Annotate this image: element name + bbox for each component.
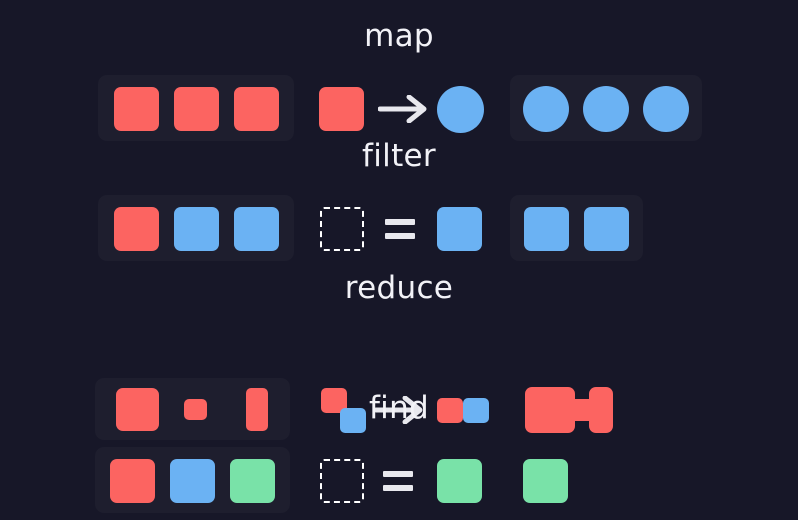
map-input-item-1	[114, 87, 159, 131]
row-title-filter: filter	[362, 138, 436, 174]
reduce-output-block-connector	[570, 399, 594, 421]
map-input-item-3	[234, 87, 279, 131]
row-body-find	[0, 426, 798, 513]
row-body-reduce	[0, 306, 798, 440]
map-arrow-icon	[378, 95, 430, 123]
find-predicate-match	[437, 459, 482, 503]
find-input-item-1	[110, 459, 155, 503]
reduce-result-right	[463, 398, 489, 423]
map-output-item-1	[523, 86, 569, 132]
filter-output-item-1	[524, 207, 569, 251]
reduce-input-item-3	[246, 388, 268, 431]
reduce-current-shape	[340, 408, 366, 433]
row-body-map	[0, 54, 798, 141]
filter-input-item-2	[174, 207, 219, 251]
find-predicate-placeholder	[320, 459, 364, 503]
reduce-result-left	[437, 398, 463, 423]
row-body-filter	[0, 174, 798, 261]
map-operation-source	[319, 87, 364, 131]
find-output-item-1	[523, 459, 568, 503]
reduce-output-block-large	[525, 387, 575, 433]
reduce-input-item-2	[184, 399, 207, 420]
map-operation-result	[437, 86, 484, 133]
find-equals-icon	[383, 471, 413, 491]
filter-predicate-match	[437, 207, 482, 251]
filter-input-item-3	[234, 207, 279, 251]
row-title-reduce: reduce	[344, 270, 454, 306]
filter-output-item-2	[584, 207, 629, 251]
reduce-input-item-1	[116, 388, 159, 431]
find-input-item-3	[230, 459, 275, 503]
filter-input-item-1	[114, 207, 159, 251]
filter-equals-icon	[385, 219, 415, 239]
reduce-output-block-tall	[589, 387, 613, 433]
row-title-map: map	[364, 18, 434, 54]
map-output-item-2	[583, 86, 629, 132]
find-input-item-2	[170, 459, 215, 503]
map-input-item-2	[174, 87, 219, 131]
reduce-arrow-icon	[374, 396, 426, 424]
row-title-find: find	[368, 390, 430, 426]
filter-predicate-placeholder	[320, 207, 364, 251]
map-output-item-3	[643, 86, 689, 132]
